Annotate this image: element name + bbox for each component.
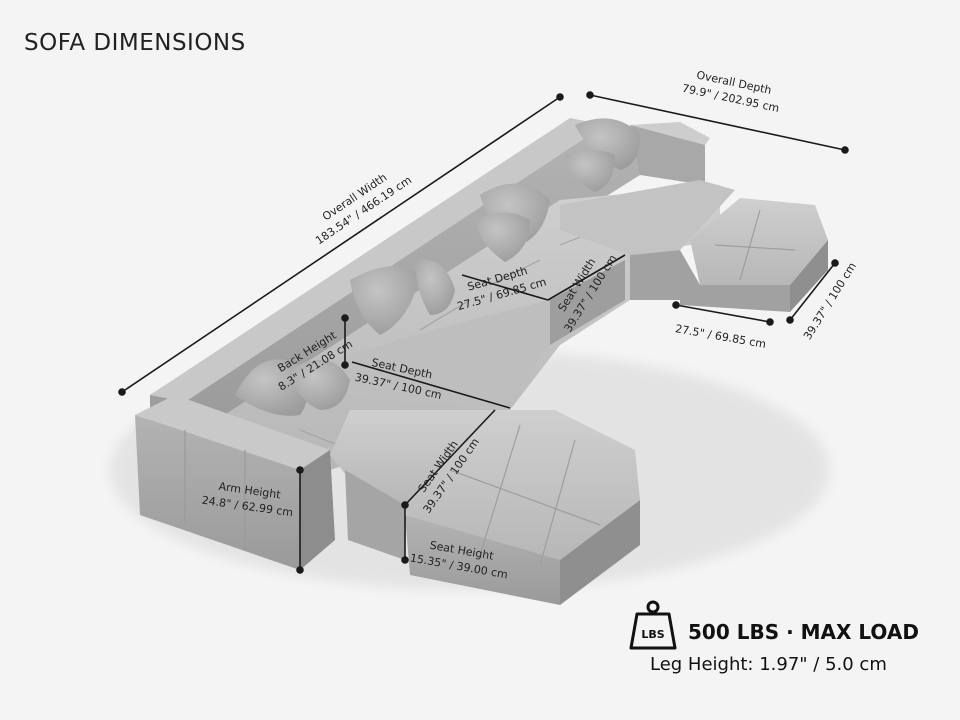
sofa-left-arm-side: [300, 450, 335, 570]
page-title: SOFA DIMENSIONS: [24, 30, 246, 56]
leg-height-text: Leg Height: 1.97" / 5.0 cm: [650, 654, 887, 675]
sofa-right-arm-top: [630, 122, 710, 145]
left-arm-tufts: [184, 430, 246, 550]
label-overall-depth: Overall Depth 79.9" / 202.95 cm: [681, 68, 781, 115]
ottoman-right-front: [680, 250, 790, 312]
sofa-middle-seat: [330, 300, 550, 410]
max-load-text: 500 LBS · MAX LOAD: [688, 620, 919, 644]
dimension-lines: [118, 91, 849, 574]
weight-icon-text: LBS: [641, 628, 664, 641]
ottoman-front-front: [405, 515, 560, 605]
ottoman-front-top: [405, 410, 640, 560]
ottoman-right-top: [690, 198, 828, 285]
pillows: [235, 118, 640, 416]
sofa-left-arm-front: [135, 415, 300, 570]
label-ottoman-depth: 27.5" / 69.85 cm: [674, 322, 767, 351]
weight-icon: LBS: [629, 600, 677, 650]
sofa-front-seat-top: [330, 410, 510, 505]
sofa-chaise: [560, 180, 735, 255]
sofa-front-seat-front: [345, 470, 405, 560]
sofa-chaise-front: [630, 250, 680, 300]
load-info: LBS 500 LBS · MAX LOAD Leg Height: 1.97"…: [628, 598, 948, 688]
pillow: [350, 266, 420, 335]
pillow: [235, 359, 308, 416]
ottoman-right-side: [790, 240, 828, 312]
ottoman-front-tufts: [449, 424, 601, 566]
pillow: [415, 259, 455, 315]
pillow: [565, 150, 615, 192]
ottoman-front-side: [560, 500, 640, 605]
sofa-middle-front: [550, 260, 625, 345]
pillow: [290, 359, 350, 410]
sofa-left-arm-top: [135, 395, 330, 470]
pillow: [575, 118, 640, 170]
ottoman-depth-value: 27.5" / 69.85 cm: [674, 322, 767, 351]
ottoman-right-tufts: [714, 209, 796, 281]
pillow: [475, 212, 530, 262]
